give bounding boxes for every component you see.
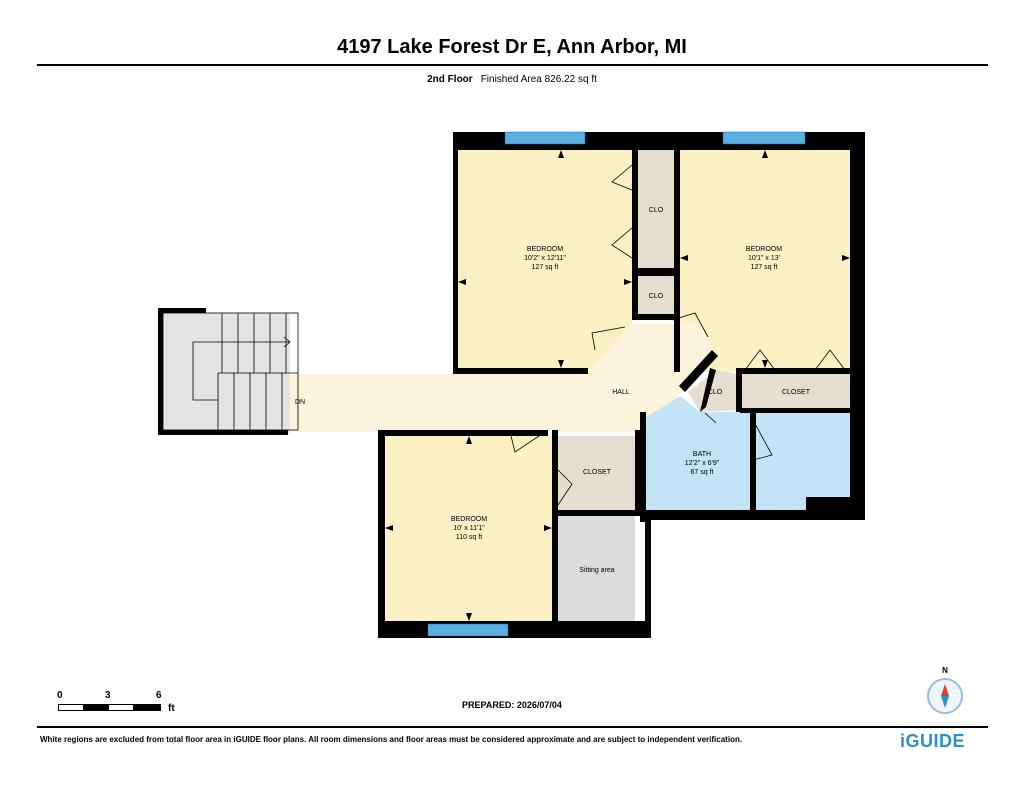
scale-tick-3: 3	[105, 690, 111, 701]
prepared-date: PREPARED: 2026/07/04	[462, 700, 562, 710]
bedroom-bottom-floor	[385, 436, 552, 621]
staircase	[162, 312, 299, 431]
window-bedroom-top-left	[504, 131, 586, 145]
hall-label: HALL	[612, 389, 630, 396]
finished-area: Finished Area 826.22 sq ft	[480, 74, 597, 85]
scale-tick-6: 6	[156, 690, 162, 701]
dimension-markers	[385, 150, 850, 621]
bath-name: BATH	[693, 451, 711, 458]
scale-tick-0: 0	[57, 690, 63, 701]
scale-unit: ft	[168, 703, 175, 714]
scale-bar: 0 3 6 ft	[56, 690, 186, 720]
bedroom-bottom-dims: 10' x 11'1"	[453, 525, 485, 532]
clo-top-floor	[638, 150, 674, 268]
window-bedroom-top-right	[722, 131, 806, 145]
bedroom-bottom-area: 110 sq ft	[456, 534, 482, 541]
footer-divider	[37, 726, 988, 728]
bedroom-top-left-dims: 10'2" x 12'11"	[524, 255, 566, 262]
disclaimer: White regions are excluded from total fl…	[40, 735, 743, 744]
closet-bottom-label: CLOSET	[583, 469, 612, 476]
hall-floor	[290, 324, 715, 432]
bath-floor	[645, 396, 850, 510]
iguide-logo: iGUIDE	[900, 731, 966, 751]
page-title: 4197 Lake Forest Dr E, Ann Arbor, MI	[337, 36, 687, 58]
compass: N	[922, 666, 968, 718]
bedroom-top-left-area: 127 sq ft	[532, 264, 559, 271]
clo-top-label: CLO	[649, 207, 664, 214]
bedroom-top-right-dims: 10'1" x 13'	[748, 255, 780, 262]
bedroom-top-right-area: 127 sq ft	[751, 264, 778, 271]
header-divider	[37, 64, 988, 66]
clo-small-floor	[688, 370, 738, 412]
floor-subtitle: 2nd Floor Finished Area 826.22 sq ft	[0, 74, 1024, 85]
closet-bottom-floor	[557, 436, 635, 510]
stairs-down-label: DN	[295, 399, 305, 406]
sitting-area-label: Sitting area	[579, 567, 615, 574]
closet-right-floor	[740, 374, 850, 410]
bedroom-top-left-name: BEDROOM	[527, 246, 563, 253]
closet-right-label: CLOSET	[782, 389, 811, 396]
floor-name: 2nd Floor	[427, 74, 473, 85]
door-swings	[509, 164, 846, 506]
compass-north-label: N	[942, 666, 948, 675]
clo-small-label: CLO	[708, 389, 723, 396]
compass-icon	[927, 678, 963, 714]
bath-dims: 12'2" x 6'9"	[685, 460, 720, 467]
clo-mid-label: CLO	[649, 293, 664, 300]
window-bedroom-bottom	[427, 623, 509, 637]
bedroom-top-right-floor	[680, 150, 850, 372]
bath-area: 67 sq ft	[691, 469, 714, 476]
bedroom-top-left-floor	[457, 150, 632, 370]
scale-seg-4	[133, 704, 161, 711]
clo-mid-floor	[638, 276, 674, 314]
sitting-area-floor	[557, 516, 635, 621]
windows	[427, 131, 806, 637]
bedroom-top-right-name: BEDROOM	[746, 246, 782, 253]
bedroom-bottom-name: BEDROOM	[451, 516, 487, 523]
